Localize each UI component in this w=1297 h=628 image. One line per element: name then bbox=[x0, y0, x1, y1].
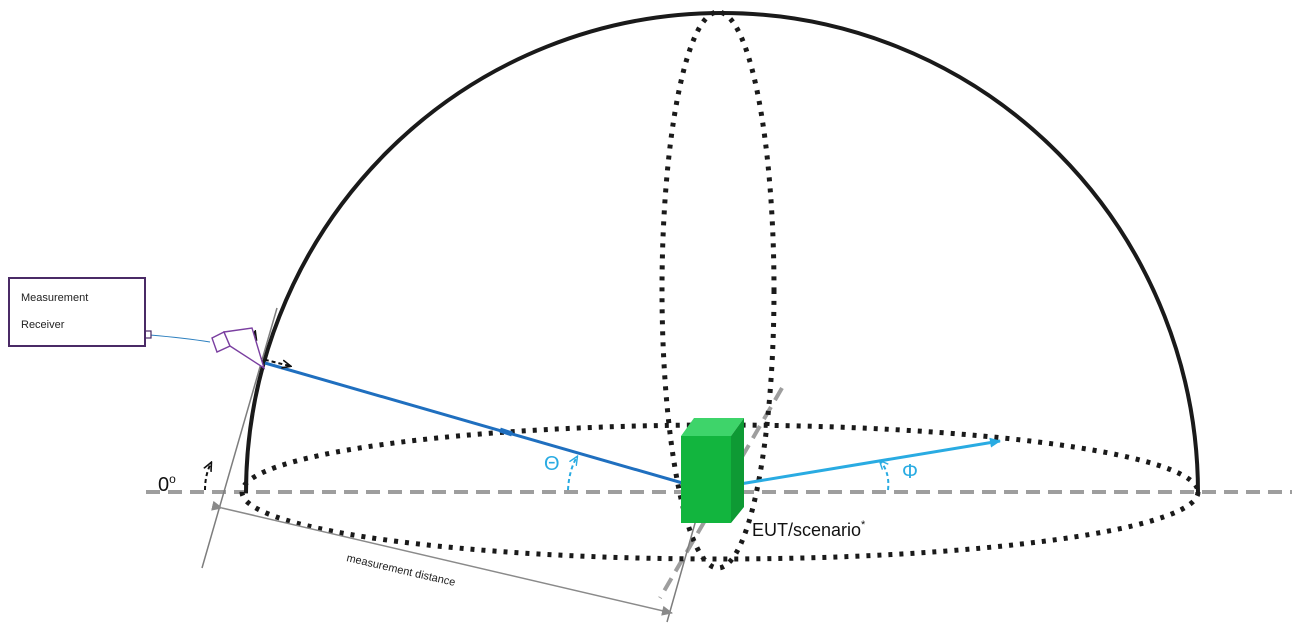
polarization-arrow-horizontal bbox=[257, 357, 290, 366]
phi-label: Φ bbox=[902, 461, 918, 483]
zero-degree-label: 0o bbox=[158, 472, 176, 496]
vertical-circle bbox=[659, 9, 777, 571]
theta-vector-mid-tick bbox=[499, 427, 513, 437]
measurement-receiver-box: Measurement Receiver bbox=[8, 277, 146, 347]
receiver-label-line2: Receiver bbox=[21, 319, 65, 331]
theta-angle-arrow bbox=[567, 457, 577, 491]
antenna-icon bbox=[211, 327, 266, 370]
distance-label: measurement distance bbox=[345, 552, 456, 589]
receiver-label-line1: Measurement bbox=[21, 292, 89, 304]
phi-angle-arrow bbox=[880, 461, 890, 491]
theta-label: Θ bbox=[544, 453, 560, 475]
receiver-cable bbox=[149, 334, 211, 343]
distance-arrow bbox=[211, 500, 673, 616]
measurement-dome bbox=[244, 11, 1200, 494]
theta-vector bbox=[264, 361, 687, 486]
eut-label: EUT/scenario* bbox=[752, 519, 866, 540]
zero-angle-arrow bbox=[205, 463, 211, 491]
eut-box bbox=[681, 418, 744, 523]
phi-vector bbox=[739, 437, 1001, 486]
